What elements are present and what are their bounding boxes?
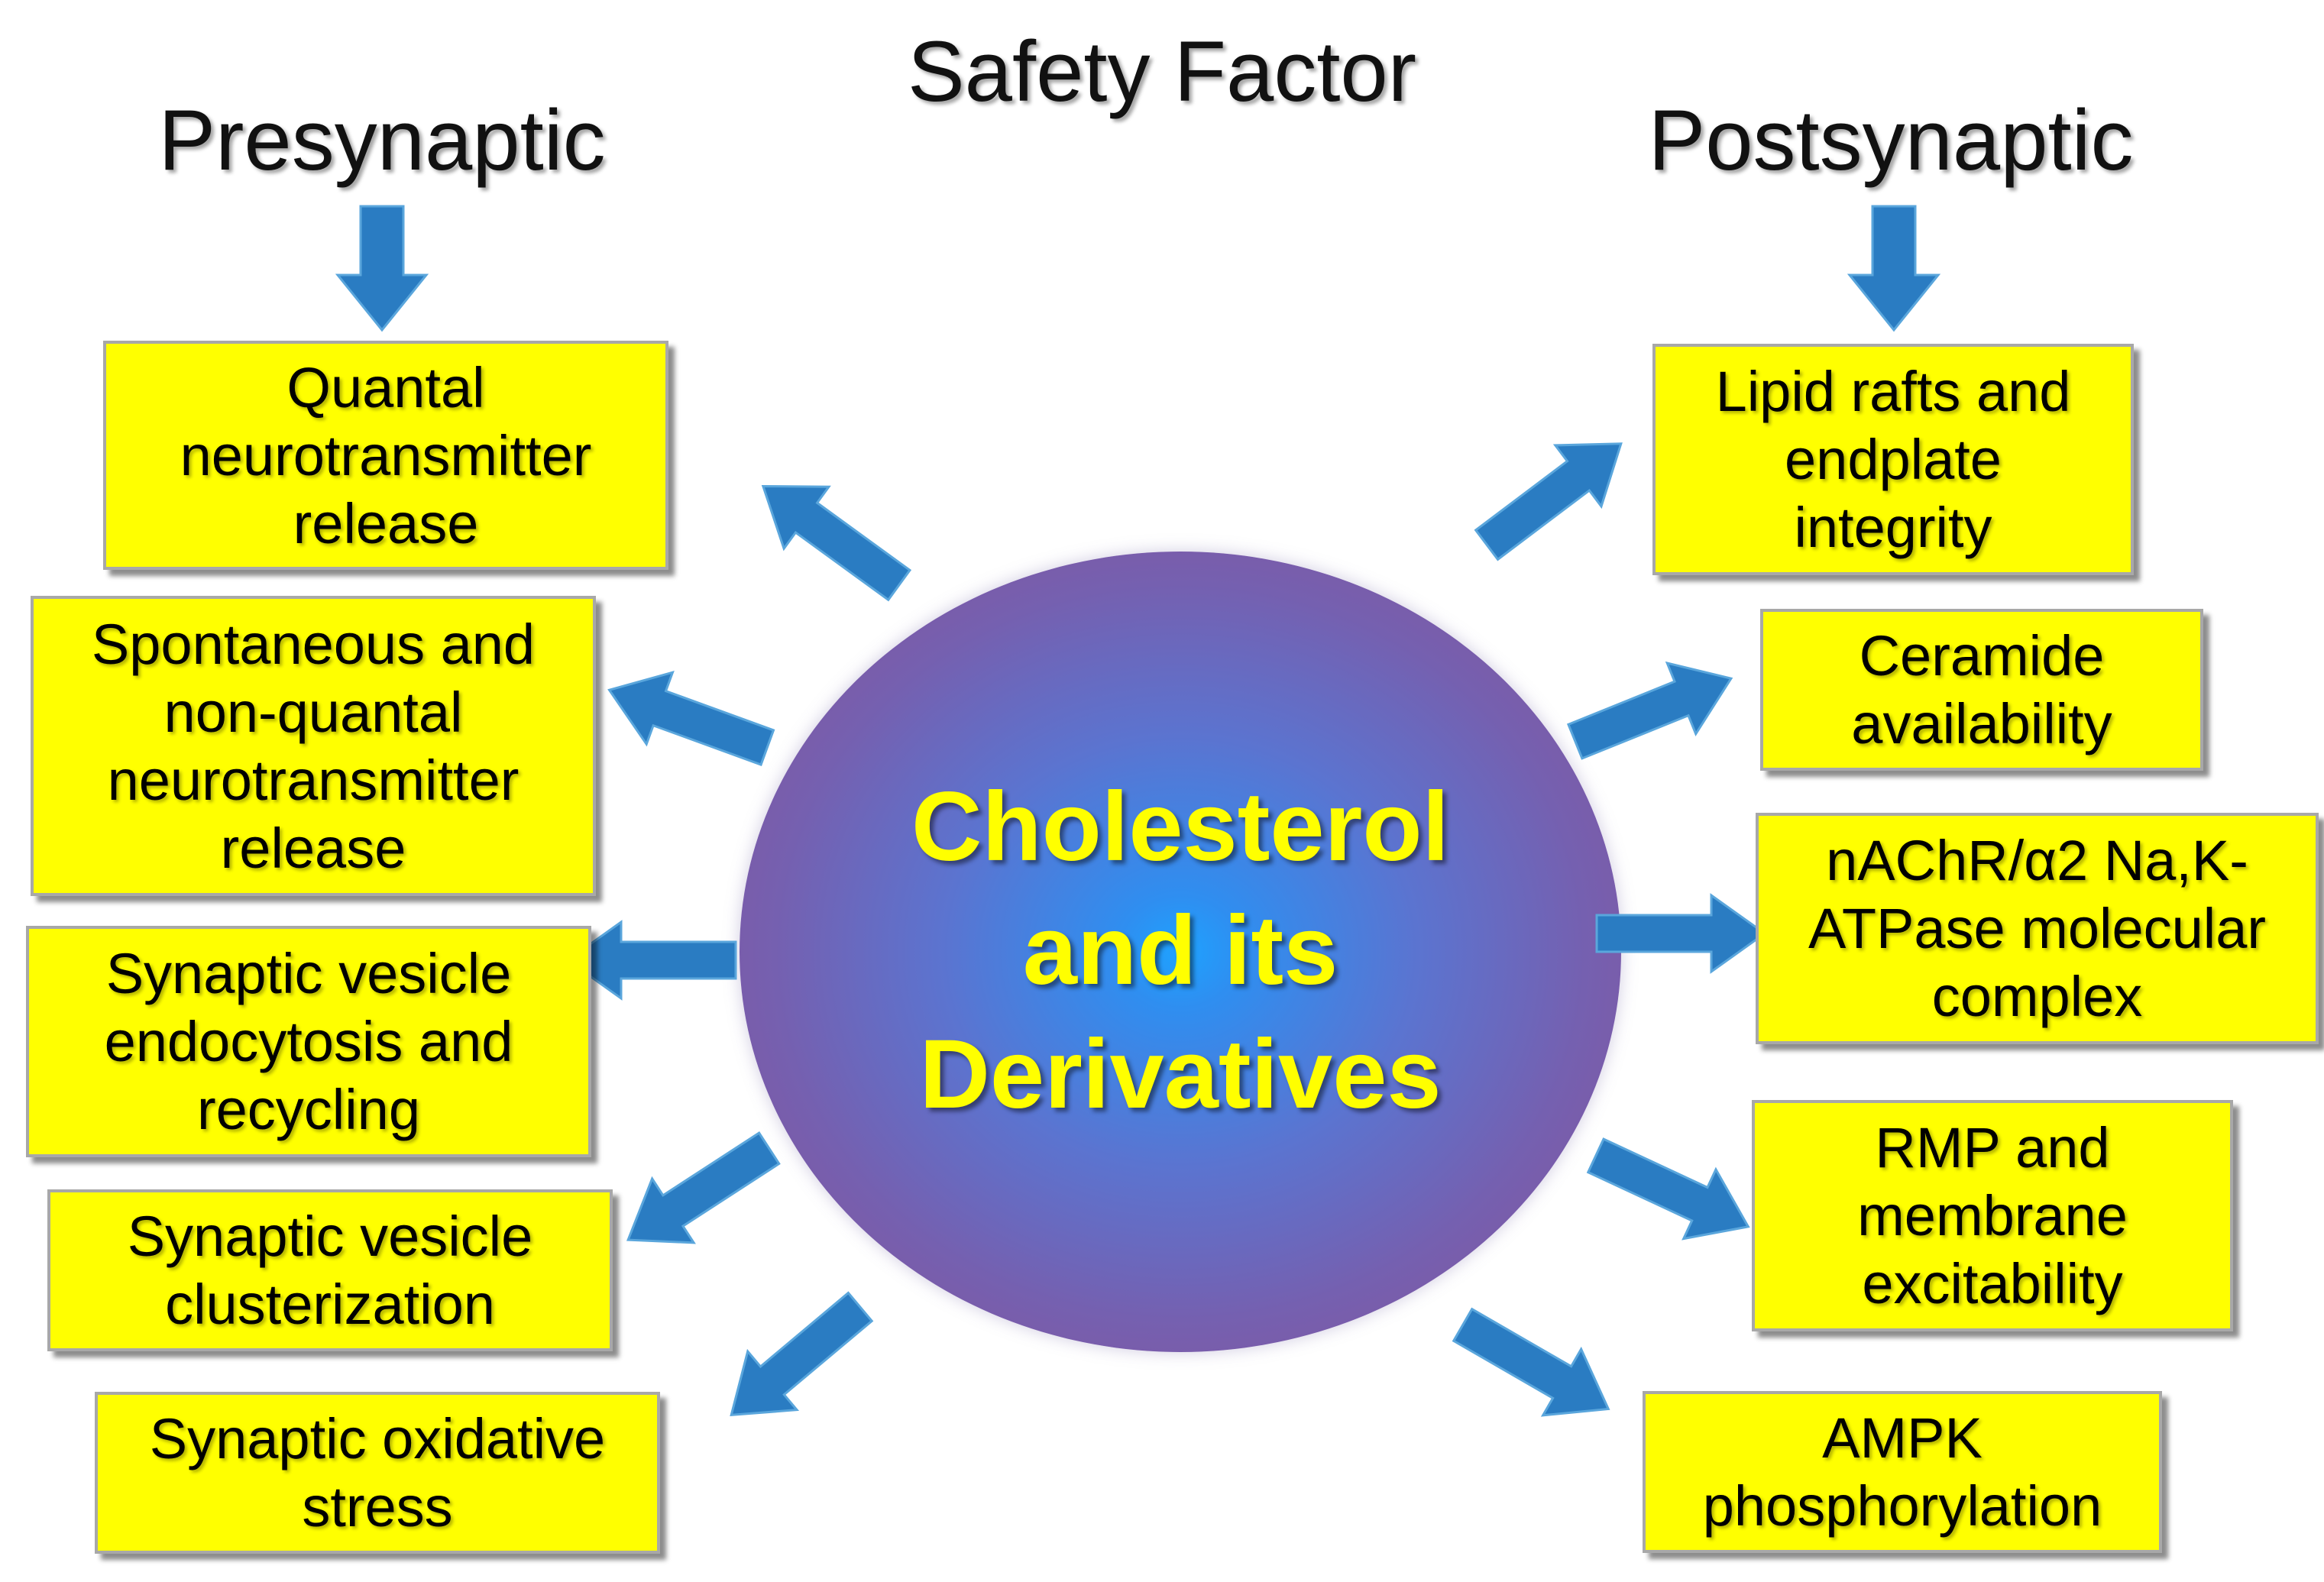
postsynaptic-box-ceramide: Ceramide availability <box>1760 609 2203 771</box>
cholesterol-circle <box>740 552 1621 1352</box>
postsynaptic-box-nachr-complex: nAChR/α2 Na,K- ATPase molecular complex <box>1756 813 2319 1044</box>
presynaptic-box-oxidative-stress: Synaptic oxidative stress <box>95 1392 660 1554</box>
presynaptic-down-arrow <box>335 205 429 332</box>
box-label: Quantal neurotransmitter release <box>180 355 592 555</box>
presynaptic-box-vesicle-endocytosis: Synaptic vesicle endocytosis and recycli… <box>26 926 591 1157</box>
diagram-title: Safety Factor <box>907 24 1417 119</box>
box-label: nAChR/α2 Na,K- ATPase molecular complex <box>1808 829 2267 1028</box>
postsynaptic-box-rmp-excitability: RMP and membrane excitability <box>1752 1100 2233 1331</box>
arrow-to-ceramide <box>1566 661 1733 760</box>
postsynaptic-box-ampk: AMPK phosphorylation <box>1643 1391 2162 1553</box>
arrow-to-vesicle-endocytosis <box>565 920 737 1001</box>
arrow-to-ampk <box>1452 1307 1610 1417</box>
arrow-to-rmp-excitability <box>1586 1137 1750 1241</box>
arrow-to-quantal-release <box>761 485 912 602</box>
arrow-to-spontaneous-release <box>607 670 775 766</box>
presynaptic-box-vesicle-clusterization: Synaptic vesicle clusterization <box>47 1189 613 1351</box>
box-label: Spontaneous and non-quantal neurotransmi… <box>91 612 536 880</box>
postsynaptic-box-lipid-rafts: Lipid rafts and endplate integrity <box>1652 344 2134 575</box>
box-label: Synaptic vesicle endocytosis and recycli… <box>104 942 513 1141</box>
presynaptic-box-quantal-release: Quantal neurotransmitter release <box>103 341 668 570</box>
box-label: Ceramide availability <box>1851 624 2112 755</box>
box-label: Synaptic oxidative stress <box>149 1407 606 1538</box>
arrow-to-lipid-rafts <box>1474 442 1623 561</box>
presynaptic-box-spontaneous-release: Spontaneous and non-quantal neurotransmi… <box>31 596 596 896</box>
center-label: Cholesterol and its Derivatives <box>911 772 1450 1129</box>
postsynaptic-heading: Postsynaptic <box>1648 92 2134 188</box>
arrow-to-oxidative-stress <box>730 1291 874 1417</box>
arrow-to-nachr-complex <box>1595 893 1767 974</box>
box-label: Synaptic vesicle clusterization <box>127 1205 533 1336</box>
box-label: Lipid rafts and endplate integrity <box>1715 360 2071 559</box>
box-label: AMPK phosphorylation <box>1702 1406 2102 1538</box>
box-label: RMP and membrane excitability <box>1857 1116 2128 1315</box>
presynaptic-heading: Presynaptic <box>158 92 606 188</box>
postsynaptic-down-arrow <box>1847 205 1941 332</box>
arrow-to-vesicle-clusterization <box>626 1131 781 1244</box>
